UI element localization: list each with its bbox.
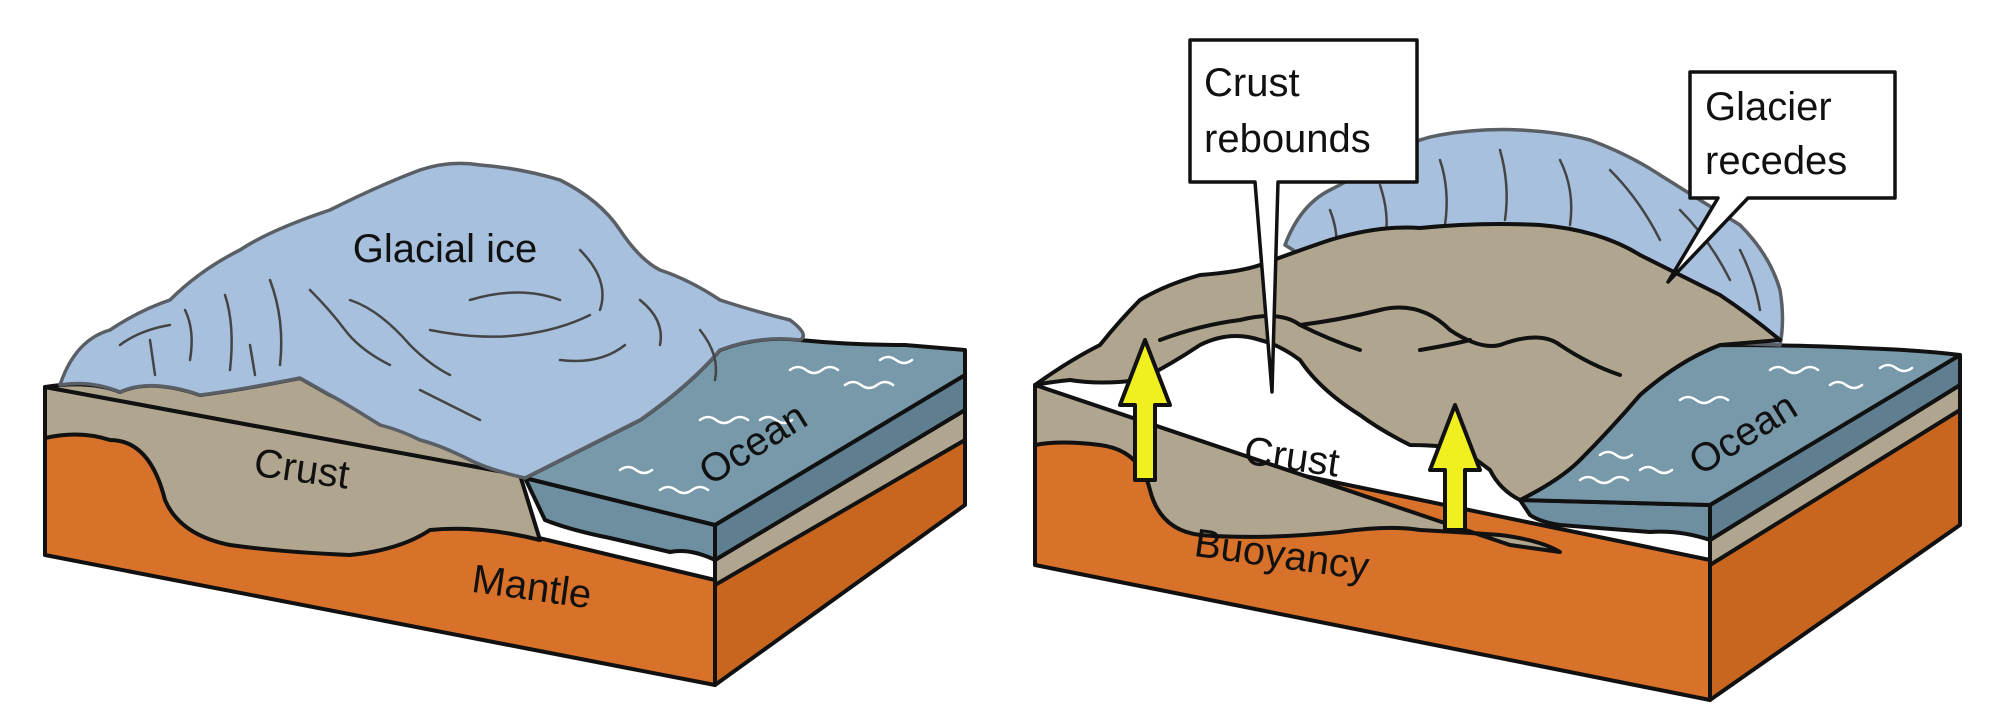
rebound-line2: rebounds (1204, 117, 1371, 161)
right-crust-front (1033, 383, 1562, 554)
up-arrow-icon (1428, 403, 1482, 532)
glacier-recedes-callout: Glacier recedes (1666, 70, 1897, 284)
left-ice-label: Glacial ice (353, 227, 538, 271)
left-crust-front (43, 385, 542, 557)
rebound-line1: Crust (1204, 61, 1300, 105)
right-ocean-front (1518, 498, 1712, 542)
recede-line2: recedes (1705, 139, 1847, 183)
up-arrow-icon (1118, 338, 1172, 482)
left-block (43, 161, 967, 687)
left-ocean-front (523, 476, 717, 562)
crust-rebounds-callout: Crust rebounds (1188, 38, 1419, 394)
recede-line1: Glacier (1705, 85, 1832, 129)
right-block (1033, 127, 1962, 702)
left-glacial-ice (58, 161, 806, 480)
